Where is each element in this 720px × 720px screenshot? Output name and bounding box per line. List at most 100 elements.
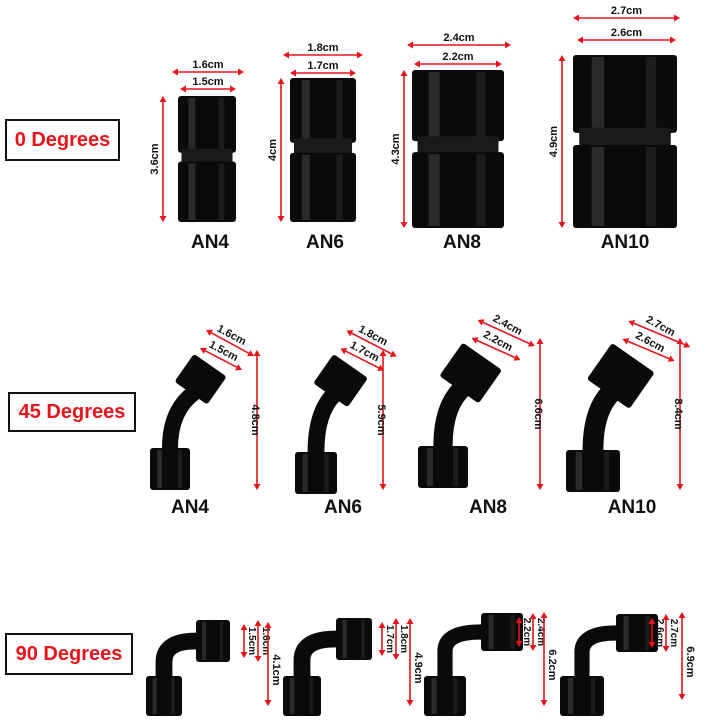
fitting-nut-bottom-facet <box>157 450 162 488</box>
fitting-nut-bottom-facet <box>591 146 605 226</box>
dim90-outer-3-head-start <box>662 614 670 620</box>
dim-length-3: 4.9cm <box>548 55 566 228</box>
fitting-nut-end-facet <box>623 616 629 650</box>
dim45-length-2: 6.6cm <box>532 338 544 490</box>
dim90-outer-0: 1.6cm <box>254 620 271 662</box>
fitting-nut-top <box>175 354 226 404</box>
dim90-length-1-head-start <box>406 618 414 624</box>
dim-length-1-head-start <box>277 78 285 84</box>
dim-inner-3-head-start <box>577 36 583 44</box>
dim90-length-3-label: 6.9cm <box>684 646 696 677</box>
dim90-length-0: 4.1cm <box>264 622 282 706</box>
dim-length-3-head-start <box>558 55 566 61</box>
fitting-collar <box>579 127 671 149</box>
dim45-length-3-head-end <box>676 484 684 490</box>
straight-fitting-an8 <box>412 70 504 228</box>
dim45-length-2-head-start <box>536 338 544 344</box>
dim-outer-1-head-start <box>283 51 289 59</box>
fitting-nut-bottom-facet <box>590 678 596 714</box>
dim90-length-2-label: 6.2cm <box>546 649 558 680</box>
fitting-nut-bottom-facet <box>309 678 314 714</box>
dim90-outer-3: 2.7cm <box>662 614 679 652</box>
fitting-nut-bottom-facet <box>428 154 440 226</box>
90-degree-fitting-1 <box>146 620 230 716</box>
dim45-outer-3-head-start <box>628 320 636 327</box>
90-degree-fitting-3 <box>424 613 523 716</box>
dim-length-0-label: 3.6cm <box>149 143 161 174</box>
fitting-nut-top-facet <box>591 57 605 131</box>
fitting-nut-end <box>336 618 372 660</box>
dim-inner-1-head-end <box>350 69 356 77</box>
fitting-nut-top-facet <box>188 98 196 151</box>
fitting-nut-bottom <box>150 448 190 490</box>
dim45-length-1-head-end <box>379 484 387 490</box>
fitting-nut-bottom-facet <box>152 678 157 714</box>
row-label-0-degrees: 0 Degrees <box>5 119 120 161</box>
dim90-inner-2-head-end <box>515 641 523 647</box>
45-degree-fitting-an6 <box>295 355 367 494</box>
size-label-an10-45: AN10 <box>607 497 657 518</box>
dim-outer-3: 2.7cm <box>573 5 680 22</box>
dim45-outer-2-line <box>482 321 530 345</box>
row-label-90-degrees: 90 Degrees <box>5 633 133 675</box>
dim-outer-1: 1.8cm <box>283 42 363 59</box>
dim45-inner-0-head-end <box>235 364 242 371</box>
dim45-outer-0-line <box>210 332 250 354</box>
fitting-nut-end-facet <box>361 620 365 658</box>
dim45-inner-1-line <box>345 350 380 369</box>
45-degree-fitting-an10 <box>566 344 654 492</box>
dim45-outer-0-head-end <box>247 350 254 357</box>
fitting-nut-bottom-facet <box>301 154 310 220</box>
dim45-outer-2-head-end <box>527 340 535 347</box>
45-degree-fitting-an8 <box>418 343 501 488</box>
dim90-inner-3-head-end <box>648 642 656 648</box>
fitting-nut-bottom <box>560 676 604 716</box>
dim90-inner-3-head-start <box>648 618 656 624</box>
fitting-bend <box>155 632 197 676</box>
dim45-outer-3-head-end <box>683 341 691 348</box>
dim-inner-1: 1.7cm <box>290 60 356 77</box>
fitting-nut-top-facet <box>476 72 486 140</box>
dim45-inner-2-head-end <box>513 354 521 361</box>
dim45-length-2-label: 6.6cm <box>532 398 544 429</box>
dim45-inner-2-head-start <box>471 337 479 344</box>
fitting-nut-bottom <box>146 676 182 716</box>
dim-outer-1-label: 1.8cm <box>307 42 338 54</box>
dim-length-2-label: 4.3cm <box>390 133 402 164</box>
fitting-bend <box>293 630 337 676</box>
dim45-length-0-label: 4.8cm <box>249 404 261 435</box>
dim90-inner-0-head-start <box>240 624 248 630</box>
fitting-nut-bottom <box>412 152 504 228</box>
dim-length-1-head-end <box>277 216 285 222</box>
dim45-inner-3-line <box>627 340 670 360</box>
dim-outer-3-label: 2.7cm <box>611 5 642 17</box>
dim45-length-0-head-end <box>253 484 261 490</box>
dim-outer-0-label: 1.6cm <box>192 59 223 71</box>
fitting-nut-top <box>440 343 501 403</box>
fitting-nut-bottom-facet <box>476 154 486 226</box>
dim90-outer-2-label: 2.4cm <box>535 618 546 646</box>
dim90-length-2-head-start <box>540 612 548 618</box>
dim90-length-1-label: 4.9cm <box>412 652 424 683</box>
dim45-inner-1-head-start <box>340 348 348 355</box>
dim-inner-3-label: 2.6cm <box>611 27 642 39</box>
dim-length-0-head-end <box>159 216 167 222</box>
size-label-an6-45: AN6 <box>323 497 363 518</box>
dim45-length-3: 8.4cm <box>672 338 684 490</box>
fitting-nut-bottom <box>418 446 468 488</box>
fitting-nut-bottom <box>295 452 337 494</box>
dim-length-2: 4.3cm <box>390 70 408 228</box>
fitting-nut-top <box>587 344 654 408</box>
fitting-nut-bottom <box>573 144 677 228</box>
fitting-nut-bottom <box>566 450 620 492</box>
dim-outer-2: 2.4cm <box>407 32 511 49</box>
dim45-inner-0-head-start <box>200 347 207 354</box>
fitting-nut-bottom-facet <box>324 454 329 492</box>
size-label-an8-45: AN8 <box>468 497 508 518</box>
dim90-outer-0-label: 1.6cm <box>260 627 271 655</box>
dim-inner-0-head-start <box>180 85 186 93</box>
dim-length-3-head-end <box>558 222 566 228</box>
dim-length-2-head-start <box>400 70 408 76</box>
dim-outer-3-head-end <box>674 14 680 22</box>
